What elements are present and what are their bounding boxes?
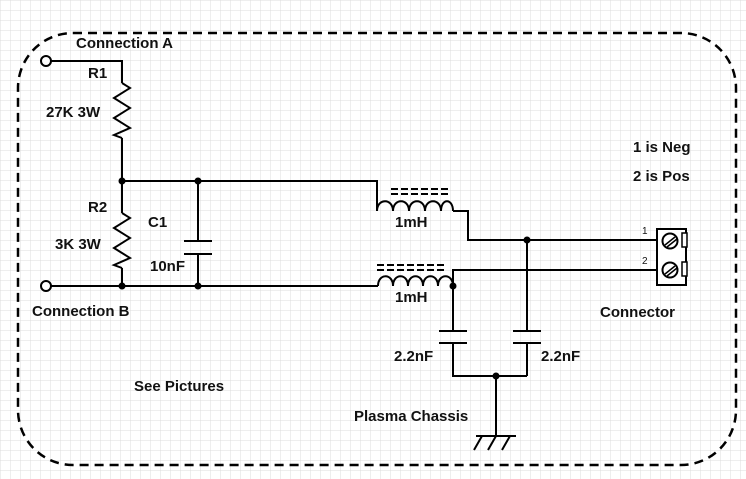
wire-c2-bottom: [452, 343, 527, 377]
see-pictures-label: See Pictures: [134, 378, 224, 395]
resistor-r1: [111, 82, 133, 139]
wire-l1-out: [453, 210, 657, 241]
junction-dot: [118, 177, 126, 185]
wire-l2-out: [452, 269, 657, 286]
c1-name-label: C1: [148, 214, 167, 231]
l1-value-label: 1mH: [395, 214, 428, 231]
pos-note-label: 2 is Pos: [633, 168, 690, 185]
r2-name-label: R2: [88, 199, 107, 216]
wire-top: [122, 180, 378, 211]
c1-value-label: 10nF: [150, 258, 185, 275]
junction-dot: [449, 282, 457, 290]
junction-dot: [523, 236, 531, 244]
chassis-label: Plasma Chassis: [354, 408, 468, 425]
inductor-l1: [376, 200, 454, 212]
ground-symbol: [473, 435, 516, 451]
resistor-r2: [111, 212, 133, 269]
connection-a-label: Connection A: [76, 35, 173, 52]
inductor-l2-core: [377, 264, 446, 271]
terminal-a: [40, 55, 52, 67]
c2-value-label: 2.2nF: [394, 348, 433, 365]
enclosure-border: [16, 31, 738, 467]
pin1-label: 1: [642, 226, 648, 237]
r2-value-label: 3K 3W: [55, 236, 102, 253]
junction-dot: [194, 177, 202, 185]
junction-dot: [118, 282, 126, 290]
wire-a: [51, 60, 123, 83]
terminal-b: [40, 280, 52, 292]
r1-name-label: R1: [88, 65, 107, 82]
junction-dot: [194, 282, 202, 290]
neg-note-label: 1 is Neg: [633, 139, 691, 156]
terminal-block-connector: [656, 228, 688, 286]
junction-dot: [492, 372, 500, 380]
c3-value-label: 2.2nF: [541, 348, 580, 365]
pin2-label: 2: [642, 256, 648, 267]
r1-value-label: 27K 3W: [46, 104, 101, 121]
connector-label: Connector: [600, 304, 675, 321]
connection-b-label: Connection B: [32, 303, 130, 320]
l2-value-label: 1mH: [395, 289, 428, 306]
inductor-l2: [377, 275, 454, 287]
